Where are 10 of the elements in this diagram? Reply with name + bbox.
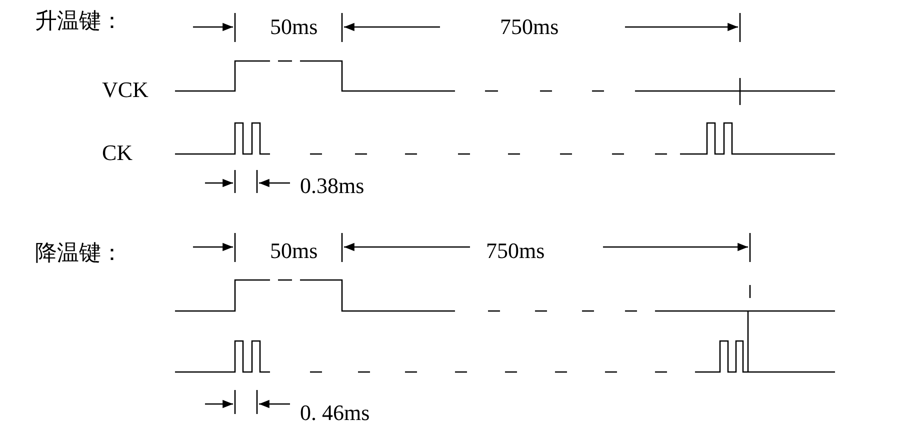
duration-label: 0.38ms [300, 173, 364, 199]
duration-label: 750ms [486, 238, 545, 264]
duration-label: 750ms [500, 14, 559, 40]
section-heading: 降温键： [35, 240, 123, 266]
signal-name: CK [102, 140, 133, 166]
duration-label: 50ms [270, 238, 318, 264]
section-heading: 升温键： [35, 8, 123, 34]
duration-label: 50ms [270, 14, 318, 40]
duration-label: 0. 46ms [300, 400, 370, 426]
signal-name: VCK [102, 77, 148, 103]
